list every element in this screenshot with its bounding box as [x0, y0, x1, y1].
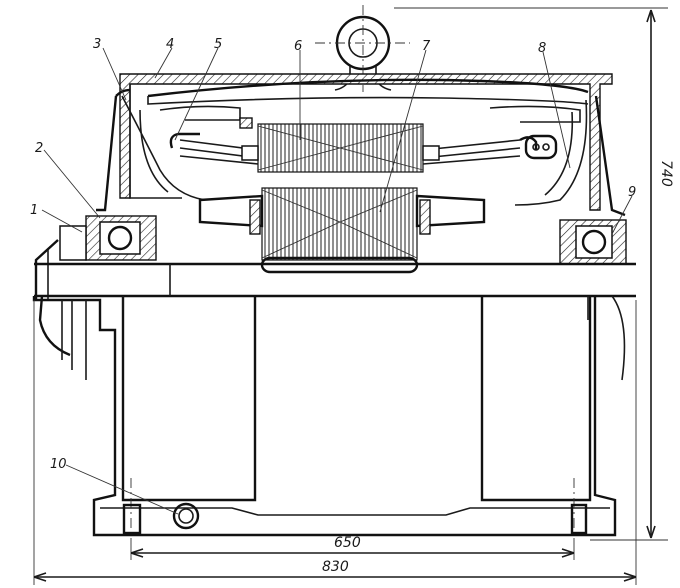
callout-10: 10 — [50, 457, 67, 472]
air-baffle — [147, 78, 589, 123]
bearing-left — [59, 215, 157, 261]
callout-8: 8 — [538, 41, 546, 56]
end-shield-left — [96, 88, 206, 212]
callout-3: 3 — [93, 37, 101, 52]
callout-6: 6 — [294, 39, 302, 54]
stator-housing — [119, 73, 613, 211]
bearing-right — [559, 219, 627, 265]
drain-plug — [172, 502, 200, 530]
fan-cover-left — [34, 239, 71, 357]
callout-4: 4 — [166, 37, 174, 52]
dimension-830: 830 — [322, 559, 349, 575]
callout-7: 7 — [422, 39, 431, 54]
stator-end-windings — [169, 132, 538, 165]
stator-core — [239, 117, 424, 173]
callout-1: 1 — [30, 203, 38, 218]
rotor-core — [198, 187, 486, 274]
base-frame — [32, 295, 626, 545]
dimension-740: 740 — [658, 160, 674, 187]
callout-9: 9 — [628, 185, 636, 200]
dimension-lines — [33, 7, 668, 585]
callout-5: 5 — [214, 37, 222, 52]
end-shield-right — [514, 95, 626, 217]
shaft — [34, 262, 636, 298]
dimension-650: 650 — [334, 535, 361, 551]
terminal-block — [524, 134, 558, 160]
callout-leaders — [41, 47, 633, 515]
callout-2: 2 — [35, 141, 43, 156]
